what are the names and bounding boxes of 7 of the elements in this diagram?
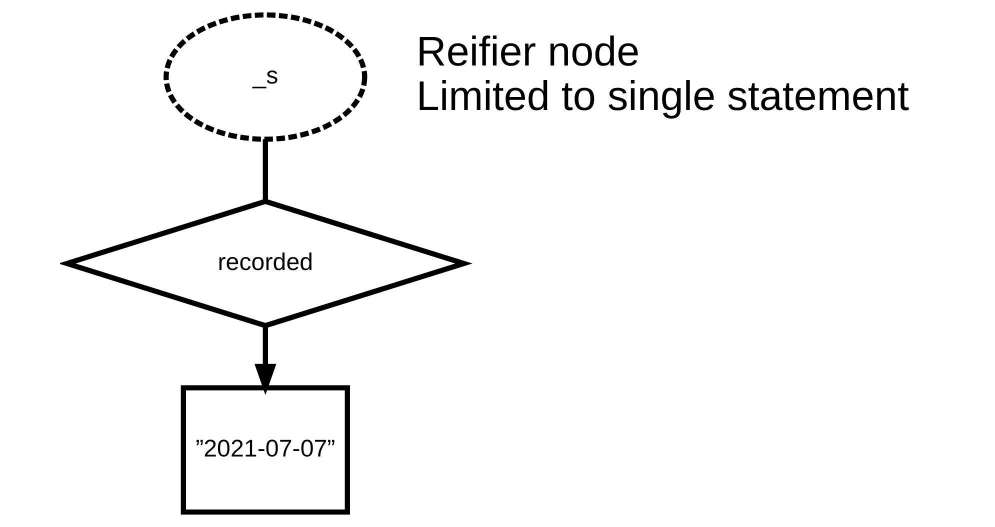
arrow bbox=[254, 326, 276, 396]
node-box: ”2021-07-07” bbox=[180, 385, 350, 515]
node-ellipse: _s bbox=[163, 12, 367, 142]
node-label: Limited to single statement bbox=[416, 73, 908, 120]
node-label: Reifier node bbox=[416, 28, 640, 74]
connector bbox=[262, 139, 268, 201]
node-diamond: recorded bbox=[60, 198, 472, 328]
